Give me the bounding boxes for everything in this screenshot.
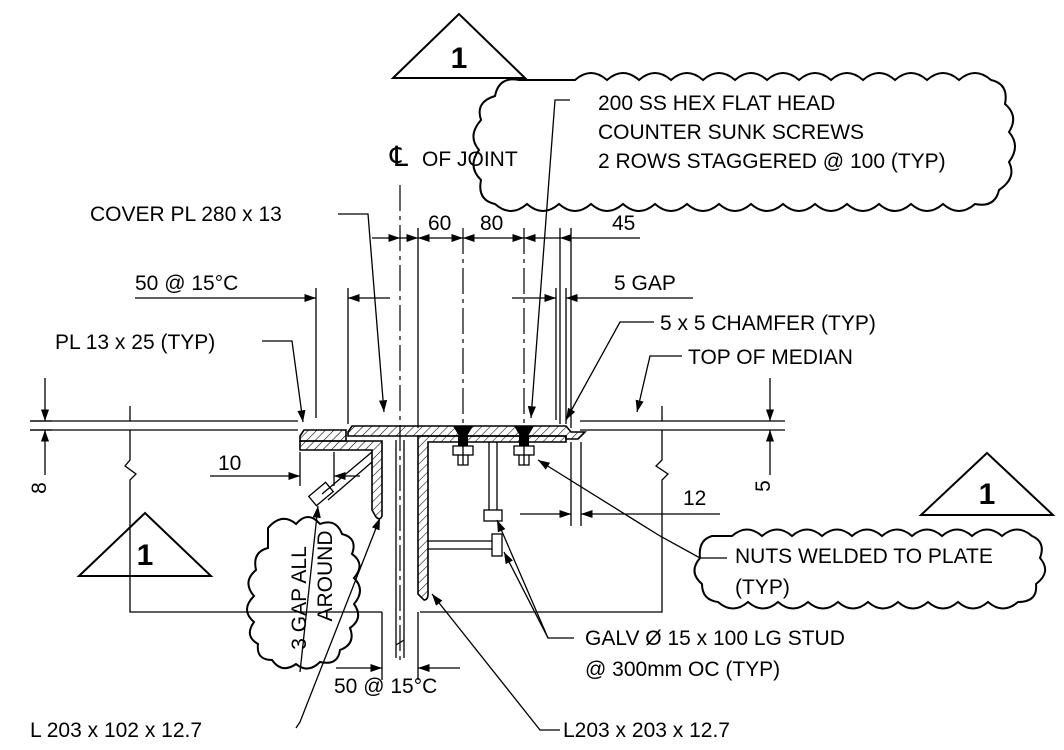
screws-label-line3: 2 ROWS STAGGERED @ 100 (TYP) [598, 150, 946, 173]
centerline-symbol: ℄ [389, 141, 408, 172]
median-right [420, 406, 785, 613]
revision-number: 1 [137, 539, 154, 572]
countersunk-screw-2 [513, 426, 535, 466]
stud-label-line1: GALV Ø 15 x 100 LG STUD [585, 627, 845, 650]
angle-small-label: L 203 x 102 x 12.7 [30, 719, 202, 742]
revision-triangle-top: 1 [390, 12, 528, 79]
dimension-5-gap [512, 288, 693, 424]
angle-large-label: L203 x 203 x 12.7 [563, 719, 730, 742]
dimension-50-top-label: 50 @ 15°C [135, 272, 238, 295]
dimension-45-label: 45 [612, 212, 635, 235]
dimension-5-right-label: 5 [752, 480, 775, 492]
stud-horizontal [428, 533, 503, 557]
revision-cloud-screws [472, 72, 1016, 212]
screws-label-line1: 200 SS HEX FLAT HEAD [598, 92, 835, 115]
revision-triangle-right: 1 [918, 451, 1056, 516]
chamfer-label: 5 x 5 CHAMFER (TYP) [660, 312, 876, 335]
dimension-60-80-45 [372, 228, 640, 428]
stud-label-line2: @ 300mm OC (TYP) [585, 658, 780, 681]
stud-vertical [483, 442, 503, 522]
revision-number: 1 [451, 42, 468, 75]
centerline-label: OF JOINT [422, 148, 518, 171]
dimension-50-bottom-label: 50 @ 15°C [334, 675, 437, 698]
leaders [262, 99, 727, 731]
nuts-label-line1: NUTS WELDED TO PLATE [735, 545, 993, 568]
cover-plate-label: COVER PL 280 x 13 [90, 203, 282, 226]
gap-5-label: 5 GAP [614, 272, 676, 295]
dimension-8-label: 8 [28, 482, 51, 494]
dimension-10 [210, 452, 360, 486]
countersunk-screw-1 [452, 426, 474, 466]
dimension-80-label: 80 [480, 212, 503, 235]
dimension-50-bottom [336, 612, 460, 680]
gap-label-line1: 3 GAP ALL [288, 546, 311, 650]
dimension-12-label: 12 [683, 487, 706, 510]
dimension-50-top [135, 288, 390, 424]
dimension-60-label: 60 [428, 212, 451, 235]
gap-label-line2: AROUND [314, 530, 337, 621]
angle-large-right [417, 435, 567, 601]
dimension-10-label: 10 [218, 452, 241, 475]
nuts-label-line2: (TYP) [735, 576, 790, 599]
angle-small-left [299, 440, 383, 520]
joint-gap-line [395, 440, 405, 658]
stud-inclined-left [307, 451, 373, 507]
revision-number: 1 [979, 478, 996, 511]
dimension-12 [520, 442, 720, 526]
dimension-8 [30, 378, 52, 475]
screws-label-line2: COUNTER SUNK SCREWS [598, 121, 864, 144]
top-of-median-label: TOP OF MEDIAN [688, 346, 853, 369]
revision-triangle-left: 1 [76, 511, 214, 577]
revision-cloud-nuts [693, 528, 1047, 610]
median-left [30, 406, 382, 613]
plate-13x25-label: PL 13 x 25 (TYP) [55, 331, 215, 354]
